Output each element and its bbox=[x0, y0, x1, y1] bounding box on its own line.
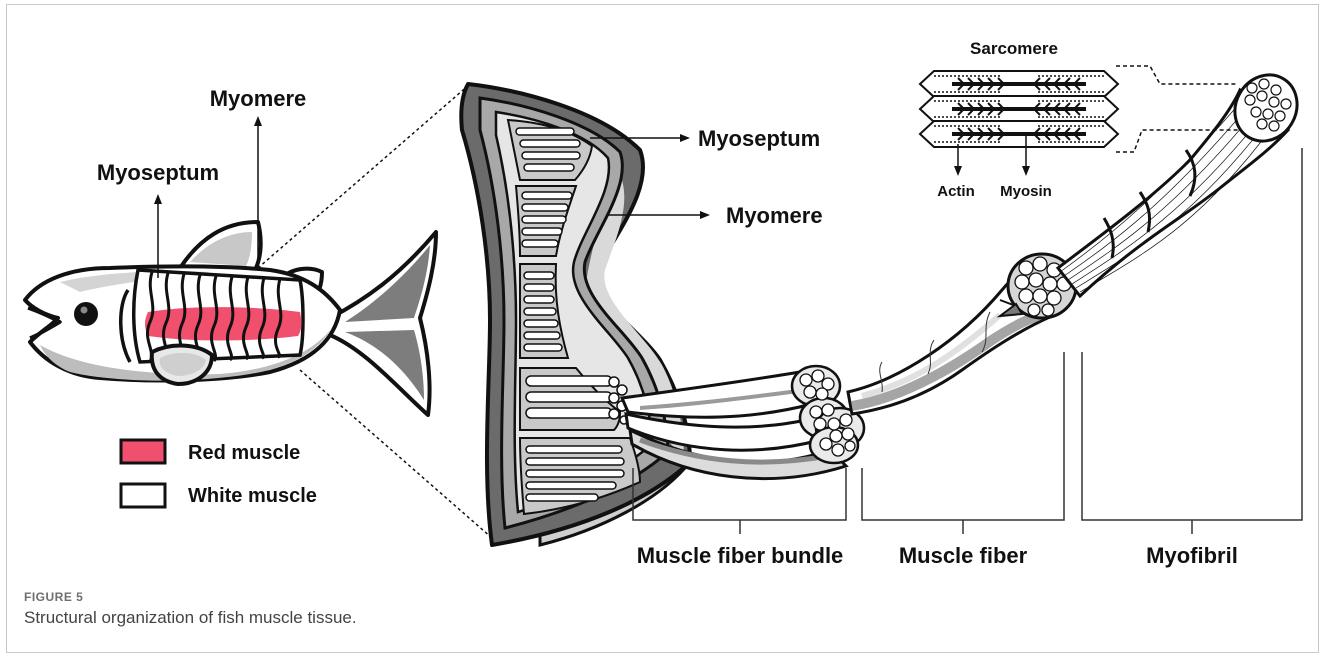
legend-red-swatch bbox=[121, 440, 165, 463]
figure-label: FIGURE 5 bbox=[24, 590, 83, 604]
legend-white-swatch bbox=[121, 484, 165, 507]
fish-illustration bbox=[25, 222, 436, 415]
bracket-myofibril-label: Myofibril bbox=[1146, 543, 1238, 568]
fish-myomere-label: Myomere bbox=[210, 86, 307, 111]
myomere-cross-section bbox=[461, 84, 690, 545]
bracket-fiber-label: Muscle fiber bbox=[899, 543, 1028, 568]
sarcomere-title: Sarcomere bbox=[970, 39, 1058, 58]
cross-myoseptum-label: Myoseptum bbox=[698, 126, 820, 151]
legend-red-label: Red muscle bbox=[188, 442, 300, 464]
fish-myoseptum-label: Myoseptum bbox=[97, 160, 219, 185]
bracket-bundle-label: Muscle fiber bundle bbox=[637, 543, 844, 568]
legend: Red muscle White muscle bbox=[121, 440, 317, 507]
actin-label: Actin bbox=[937, 183, 975, 200]
cross-myomere-label: Myomere bbox=[726, 203, 823, 228]
muscle-fiber bbox=[848, 254, 1076, 414]
myosin-label: Myosin bbox=[1000, 183, 1052, 200]
legend-white-label: White muscle bbox=[188, 485, 317, 507]
figure-caption: Structural organization of fish muscle t… bbox=[24, 608, 357, 628]
